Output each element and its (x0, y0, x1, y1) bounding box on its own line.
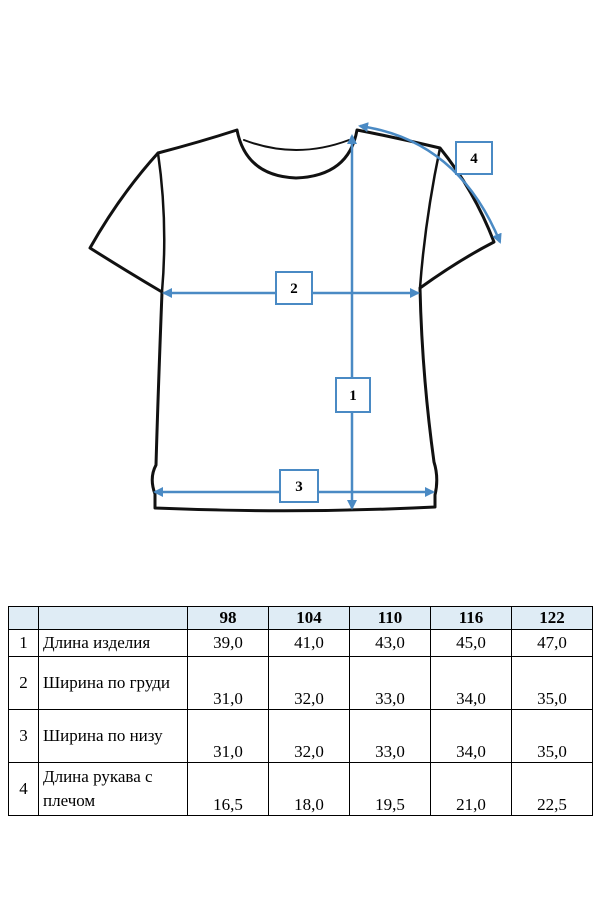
row-value: 45,0 (430, 629, 512, 657)
row-number: 4 (8, 762, 39, 816)
svg-text:3: 3 (295, 479, 303, 495)
row-value: 39,0 (187, 629, 269, 657)
row-number: 1 (8, 629, 39, 657)
row-value: 18,0 (268, 762, 350, 816)
marker-2: 2 (275, 271, 313, 305)
size-table: 98 104 110 116 122 1 Длина изделия 39,0 … (8, 606, 593, 816)
table-row: 2 Ширина по груди 31,0 32,0 33,0 34,0 35… (8, 656, 593, 710)
left-sleeve-seam (156, 151, 166, 294)
right-sleeve-seam (418, 146, 442, 290)
size-header: 116 (430, 606, 512, 630)
row-value: 32,0 (268, 656, 350, 710)
row-number: 3 (8, 709, 39, 763)
measure-lines (153, 122, 502, 510)
row-value: 43,0 (349, 629, 431, 657)
size-header: 98 (187, 606, 269, 630)
sleeve-line (358, 122, 502, 244)
marker-3: 3 (279, 469, 319, 503)
row-value: 19,5 (349, 762, 431, 816)
size-header: 110 (349, 606, 431, 630)
row-value: 34,0 (430, 656, 512, 710)
svg-text:4: 4 (470, 151, 478, 167)
table-row: 1 Длина изделия 39,0 41,0 43,0 45,0 47,0 (8, 629, 593, 657)
row-value: 16,5 (187, 762, 269, 816)
size-header: 122 (511, 606, 593, 630)
row-value: 35,0 (511, 656, 593, 710)
table-row: 3 Ширина по низу 31,0 32,0 33,0 34,0 35,… (8, 709, 593, 763)
row-parameter: Ширина по низу (38, 709, 188, 763)
row-value: 21,0 (430, 762, 512, 816)
row-value: 22,5 (511, 762, 593, 816)
size-header: 104 (268, 606, 350, 630)
row-value: 31,0 (187, 709, 269, 763)
collar-inner (243, 139, 350, 151)
row-parameter: Длина изделия (38, 629, 188, 657)
row-parameter: Длина рукава с плечом (38, 762, 188, 816)
row-value: 33,0 (349, 709, 431, 763)
tshirt-outline (88, 128, 496, 513)
row-value: 47,0 (511, 629, 593, 657)
row-value: 31,0 (187, 656, 269, 710)
marker-4: 4 (455, 141, 493, 175)
row-value: 34,0 (430, 709, 512, 763)
row-value: 32,0 (268, 709, 350, 763)
size-header-row: 98 104 110 116 122 (8, 606, 593, 630)
table-row: 4 Длина рукава с плечом 16,5 18,0 19,5 2… (8, 762, 593, 816)
row-parameter: Ширина по груди (38, 656, 188, 710)
row-value: 35,0 (511, 709, 593, 763)
svg-text:1: 1 (349, 388, 357, 404)
size-label-cell (38, 606, 188, 630)
corner-cell (8, 606, 39, 630)
marker-1: 1 (335, 377, 371, 413)
tshirt-diagram: 1 2 3 4 (88, 122, 502, 513)
svg-text:2: 2 (290, 281, 298, 297)
row-number: 2 (8, 656, 39, 710)
row-value: 33,0 (349, 656, 431, 710)
row-value: 41,0 (268, 629, 350, 657)
